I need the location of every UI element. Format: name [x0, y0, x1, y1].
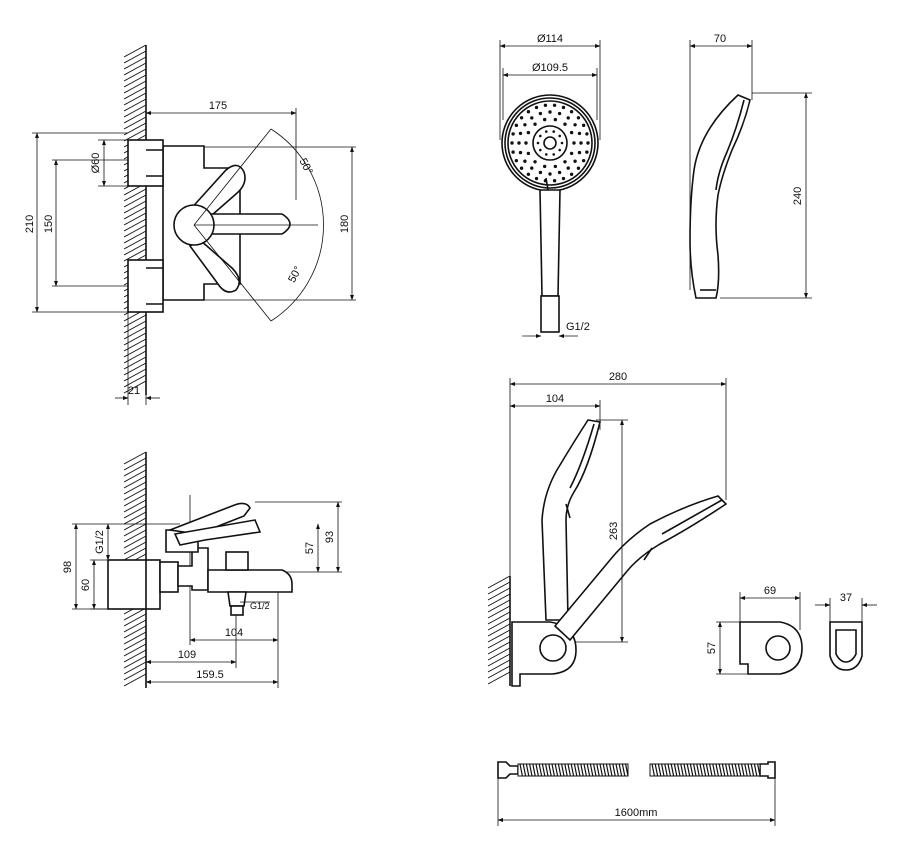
dim-104-holder: 104 [546, 393, 564, 405]
dim-210: 210 [24, 215, 36, 233]
bracket-side-view: 69 57 [706, 585, 803, 675]
wall-hatch-top [123, 44, 147, 395]
angle-bottom: 50° [286, 264, 304, 284]
dim-37: 37 [840, 592, 852, 604]
bracket-front-view: 37 [815, 592, 877, 671]
dim-57-bracket: 57 [706, 642, 718, 654]
dim-60: 60 [80, 579, 92, 591]
dim-d60: Ø60 [90, 153, 102, 174]
hose-view: 1600mm [497, 761, 776, 826]
thread-g12: G1/2 [94, 530, 106, 554]
dim-175: 175 [209, 100, 227, 112]
dim-69: 69 [764, 585, 776, 597]
hand-shower-side-view: 70 240 [689, 33, 812, 299]
dim-159-5: 159.5 [196, 669, 224, 681]
dim-1600mm: 1600mm [615, 807, 658, 819]
holder-assembly-view: 280 104 263 [487, 371, 728, 687]
dim-70: 70 [714, 33, 726, 45]
dim-104-side: 104 [225, 627, 243, 639]
dim-21: 21 [128, 385, 140, 397]
dim-98: 98 [62, 561, 74, 573]
thread-outlet: G1/2 [250, 601, 270, 611]
dim-57: 57 [304, 542, 316, 554]
angle-top: 50° [296, 156, 314, 176]
mixer-front-view: 175 210 150 180 Ø60 50° 50° 21 [24, 44, 356, 405]
dim-d114: Ø114 [537, 33, 563, 45]
hand-shower-front-view: Ø114 Ø109.5 G1/2 [499, 33, 601, 338]
dim-280: 280 [609, 371, 627, 383]
dim-263: 263 [608, 522, 620, 540]
dim-d109-5: Ø109.5 [532, 62, 568, 74]
mixer-side-view: 98 60 G1/2 57 93 G1/2 104 109 159.5 [62, 451, 342, 688]
wall-hatch-holder [487, 575, 511, 686]
dim-109: 109 [178, 649, 196, 661]
dim-150: 150 [43, 215, 55, 233]
dim-93: 93 [324, 531, 336, 543]
dim-180: 180 [339, 215, 351, 233]
thread-shower: G1/2 [566, 321, 590, 333]
dim-240: 240 [792, 187, 804, 205]
